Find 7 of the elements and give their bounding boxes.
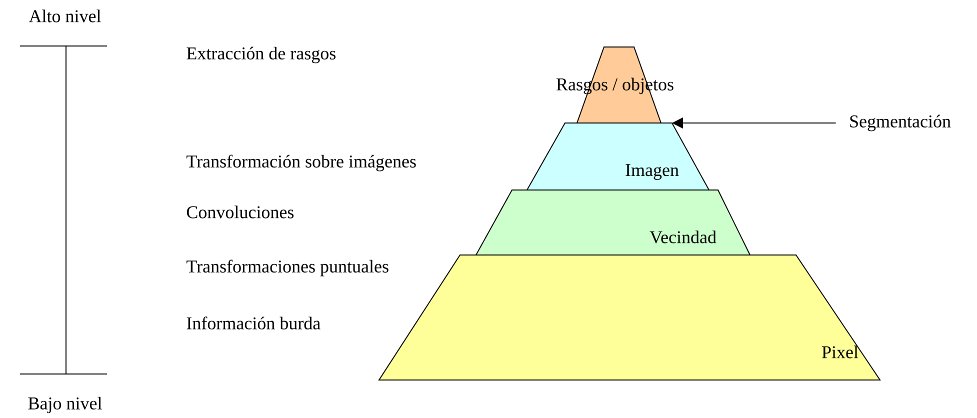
level-label: Bajo nivel — [28, 396, 102, 414]
level-label: Convoluciones — [186, 206, 294, 218]
level-label: Extracción de rasgos — [186, 46, 336, 64]
label-text: Segmentación — [850, 114, 951, 132]
level-label: Información burda — [186, 316, 320, 330]
level-label: Transformación sobre imágenes — [186, 154, 416, 172]
level-label: Alto nivel — [28, 10, 101, 22]
